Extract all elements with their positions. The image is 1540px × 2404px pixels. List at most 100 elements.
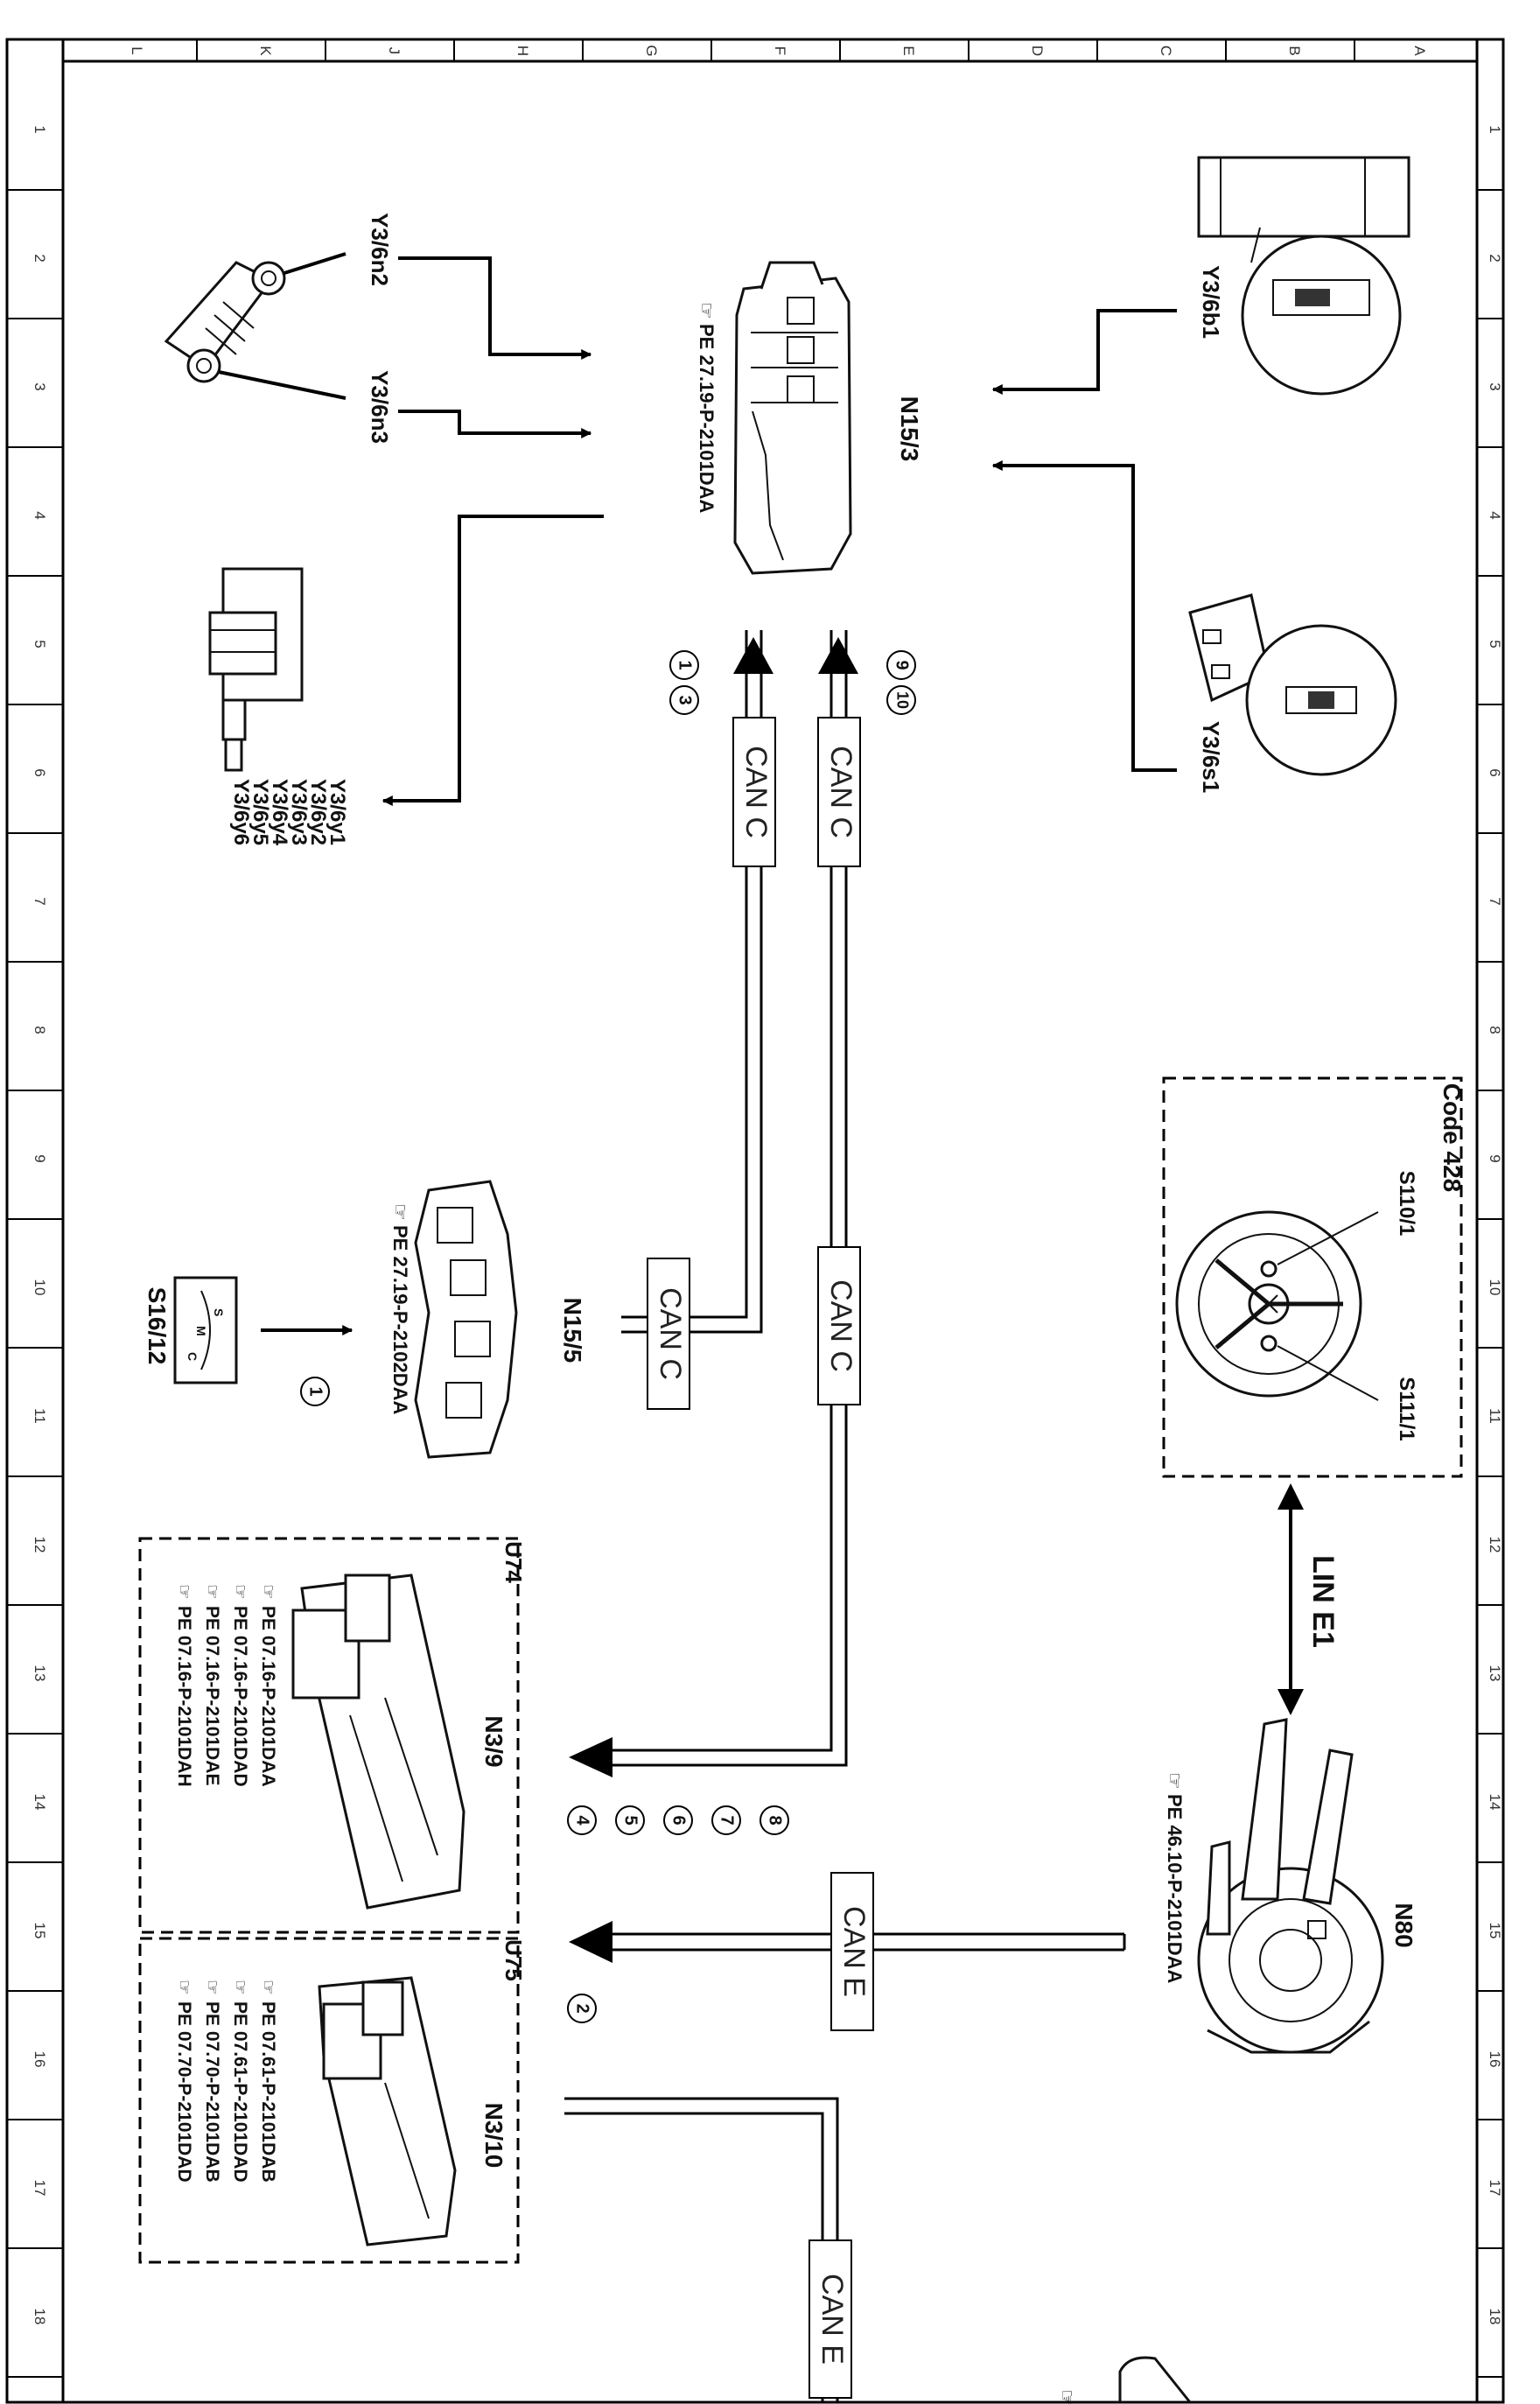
- row-label: 2: [1487, 254, 1503, 262]
- n80-reference: ☞ PE 46.10-P-2101DAA: [1163, 1772, 1186, 1984]
- s16-12-letter: C: [186, 1352, 200, 1361]
- s16-12-label: S16/12: [144, 1287, 171, 1365]
- u74-box: U74: [138, 1537, 527, 1934]
- u75-ref: PE 07.70-P-2101DAD: [174, 2001, 194, 2183]
- u74-ref: PE 07.16-P-2101DAD: [230, 1606, 250, 1787]
- n3-10-module: [318, 1976, 457, 2246]
- y3-6s1-label: Y3/6s1: [1198, 721, 1224, 793]
- row-label: 7: [32, 897, 48, 905]
- footnote-marker: 9: [892, 660, 912, 669]
- row-label: 10: [32, 1279, 48, 1296]
- row-labels-right: 1 2 3 4 5 6 7 8 9 10 11 12 13 14 15 16 1…: [1487, 125, 1503, 2324]
- code-428-box: Code 428: [1162, 1076, 1466, 1478]
- s111-1-leader: [1277, 1345, 1379, 1401]
- can-c-bus-n3-9: [569, 1737, 848, 1777]
- column-label: D: [1029, 46, 1046, 56]
- row-label: 6: [1487, 768, 1503, 776]
- row-label: 7: [1487, 897, 1503, 905]
- column-labels: A B C D E F G H J K L: [129, 45, 1428, 56]
- y3-6n-sensors: [164, 261, 286, 383]
- u75-label: U75: [500, 1939, 527, 1981]
- book-icon: ☞: [388, 1203, 410, 1221]
- row-label: 8: [1487, 1026, 1503, 1034]
- column-label: G: [643, 45, 660, 56]
- n80-ref: PE 46.10-P-2101DAA: [1164, 1794, 1186, 1984]
- u74-references: ☞ PE 07.16-P-2101DAA ☞ PE 07.16-P-2101DA…: [174, 1584, 279, 1787]
- n3-10-label: N3/10: [480, 2103, 508, 2169]
- y3-6n2-leader: [284, 252, 346, 275]
- row-label: 8: [32, 1026, 48, 1034]
- n80-label: N80: [1390, 1903, 1418, 1947]
- book-icon: ☞: [202, 1584, 223, 1600]
- lin-e1-label: LIN E1: [1306, 1555, 1340, 1648]
- y3-6y4-label: Y3/6y4: [268, 779, 291, 846]
- can-e-bus-bottom: CAN E: [564, 2097, 852, 2402]
- n15-5-ref: PE 27.19-P-2102DAA: [389, 1225, 411, 1415]
- can-c-label: CAN C: [824, 1279, 858, 1372]
- u75-ref: PE 07.61-P-2101DAB: [258, 2001, 278, 2183]
- column-label: K: [257, 46, 274, 56]
- book-icon: ☞: [230, 1584, 251, 1600]
- row-label: 5: [32, 640, 48, 648]
- row-label: 6: [32, 768, 48, 776]
- row-label: 5: [1487, 640, 1503, 648]
- n15-5-label: N15/5: [559, 1298, 586, 1363]
- y3-6y-labels: Y3/6y1 Y3/6y2 Y3/6y3 Y3/6y4 Y3/6y5 Y3/6y…: [229, 779, 349, 846]
- column-label: A: [1411, 46, 1428, 56]
- y3-6y5-label: Y3/6y5: [248, 779, 272, 845]
- book-icon: ☞: [174, 1584, 195, 1600]
- row-label: 11: [32, 1408, 48, 1424]
- can-c-branch-n15-5: CAN C: [621, 1258, 763, 1410]
- column-label: E: [900, 46, 917, 55]
- y3-6n2-label: Y3/6n2: [367, 213, 393, 286]
- row-label: 1: [1487, 125, 1503, 133]
- row-label: 4: [1487, 511, 1503, 519]
- row-label: 12: [1487, 1537, 1503, 1553]
- can-c-label: CAN C: [824, 746, 858, 838]
- y3-6n3-label: Y3/6n3: [367, 370, 393, 444]
- footnote-marker: 5: [621, 1815, 640, 1825]
- steering-wheel: [1175, 1210, 1362, 1398]
- row-label: 9: [1487, 1154, 1503, 1162]
- row-label: 14: [32, 1794, 48, 1811]
- y3-6y6-label: Y3/6y6: [229, 779, 253, 845]
- row-label: 15: [32, 1923, 48, 1939]
- footnotes-group-b: 9 10: [886, 650, 916, 715]
- footnote-marker: 2: [573, 2003, 592, 2013]
- book-icon: ☞: [695, 302, 717, 319]
- row-label: 10: [1487, 1279, 1503, 1296]
- row-label: 15: [1487, 1923, 1503, 1939]
- row-label: 1: [32, 125, 48, 133]
- n15-3-reference: ☞ PE 27.19-P-2101DAA: [695, 302, 718, 514]
- column-label: B: [1286, 46, 1303, 55]
- footnotes-n80: 2: [567, 1994, 597, 2023]
- u75-box: U75: [138, 1937, 527, 2264]
- book-icon: ☞: [258, 1584, 279, 1600]
- book-icon: ☞: [1163, 1772, 1185, 1790]
- y3-6b1-signal-arrow: [991, 309, 1177, 395]
- row-label: 11: [1487, 1408, 1503, 1424]
- n15-3-label: N15/3: [896, 396, 923, 462]
- footnotes-s16: 1: [300, 1377, 330, 1406]
- footnote-marker: 1: [676, 660, 695, 669]
- footnote-marker: 1: [306, 1386, 326, 1396]
- row-label: 16: [32, 2051, 48, 2068]
- u74-ref: PE 07.16-P-2101DAA: [258, 1606, 278, 1787]
- u75-ref: PE 07.70-P-2101DAB: [202, 2001, 222, 2183]
- column-label: J: [386, 47, 402, 55]
- can-e-label: CAN E: [816, 2274, 849, 2365]
- footnote-marker: 8: [766, 1815, 785, 1825]
- footnote-marker: 10: [893, 691, 911, 709]
- n15-5-module: [414, 1180, 518, 1459]
- column-label: F: [772, 46, 788, 55]
- y3-6b1-sensor: [1197, 156, 1410, 396]
- y3-6n3-leader: [218, 370, 346, 400]
- n15-3-ref: PE 27.19-P-2101DAA: [696, 324, 718, 514]
- u74-label: U74: [500, 1541, 527, 1583]
- can-c-bus-left: CAN C: [732, 630, 776, 1300]
- s16-12-letter: M: [194, 1326, 208, 1336]
- y3-6y2-label: Y3/6y2: [306, 779, 330, 845]
- row-label: 13: [32, 1665, 48, 1682]
- book-icon: ☞: [230, 1980, 251, 1995]
